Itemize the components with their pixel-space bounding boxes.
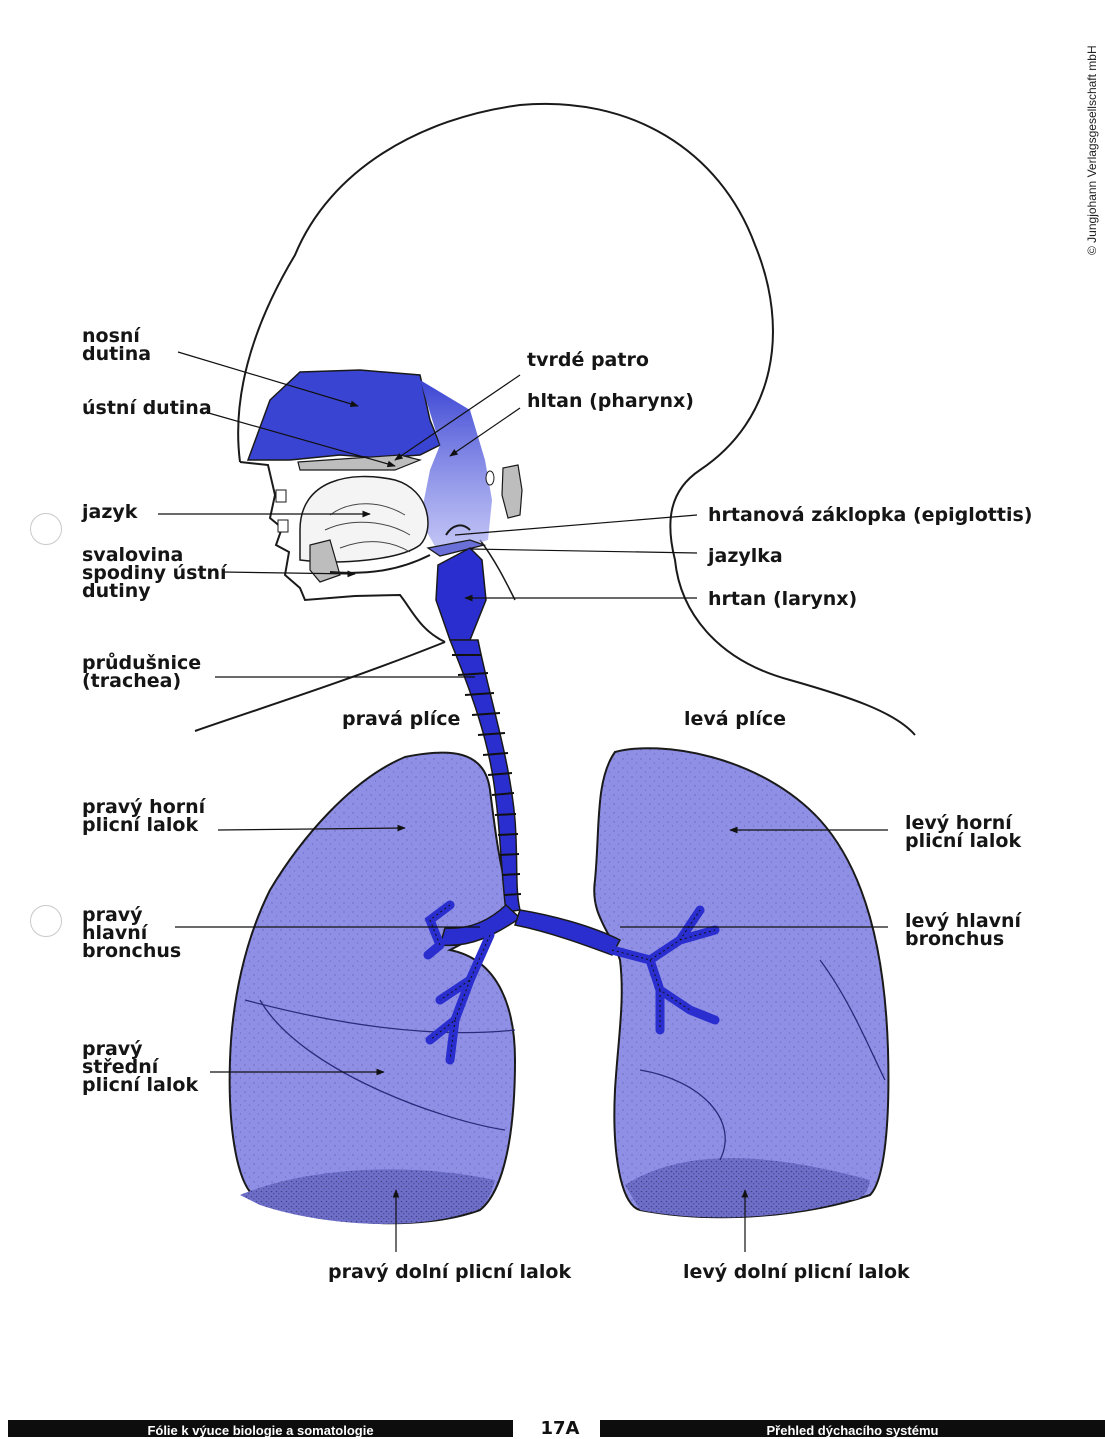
leader-epiglottis: [455, 515, 697, 535]
label-epiglottis: hrtanová záklopka (epiglottis): [708, 506, 1032, 524]
copyright-notice: © Jungjohann Verlagsgesellschaft mbH: [1085, 25, 1099, 255]
label-pravy-dolni: pravý dolní plicní lalok: [328, 1263, 571, 1281]
label-prudusnice: průdušnice(trachea): [82, 654, 201, 690]
footer-right-text: Přehled dýchacího systému: [600, 1420, 1105, 1437]
punch-hole-bottom: [30, 905, 62, 937]
label-ustni-dutina: ústní dutina: [82, 399, 212, 417]
punch-hole-top: [30, 513, 62, 545]
label-jazyk: jazyk: [82, 503, 137, 521]
leader-jazylka: [470, 549, 697, 553]
nasal-cavity: [248, 370, 440, 460]
label-levy-dolni: levý dolní plicní lalok: [683, 1263, 910, 1281]
larynx: [436, 548, 486, 640]
label-hrtan: hrtan (larynx): [708, 590, 857, 608]
label-hltan: hltan (pharynx): [527, 392, 694, 410]
label-leva-plice: levá plíce: [684, 710, 786, 728]
footer-left-text: Fólie k výuce biologie a somatologie: [8, 1420, 513, 1437]
label-prava-plice: pravá plíce: [342, 710, 460, 728]
label-tvrde-patro: tvrdé patro: [527, 351, 649, 369]
pharynx: [420, 380, 492, 555]
footer-right-bar: Přehled dýchacího systému: [600, 1420, 1105, 1437]
label-jazylka: jazylka: [708, 547, 783, 565]
page-number: 17A: [535, 1418, 585, 1439]
footer-left-bar: Fólie k výuce biologie a somatologie: [8, 1420, 513, 1437]
vertebra: [502, 465, 522, 518]
